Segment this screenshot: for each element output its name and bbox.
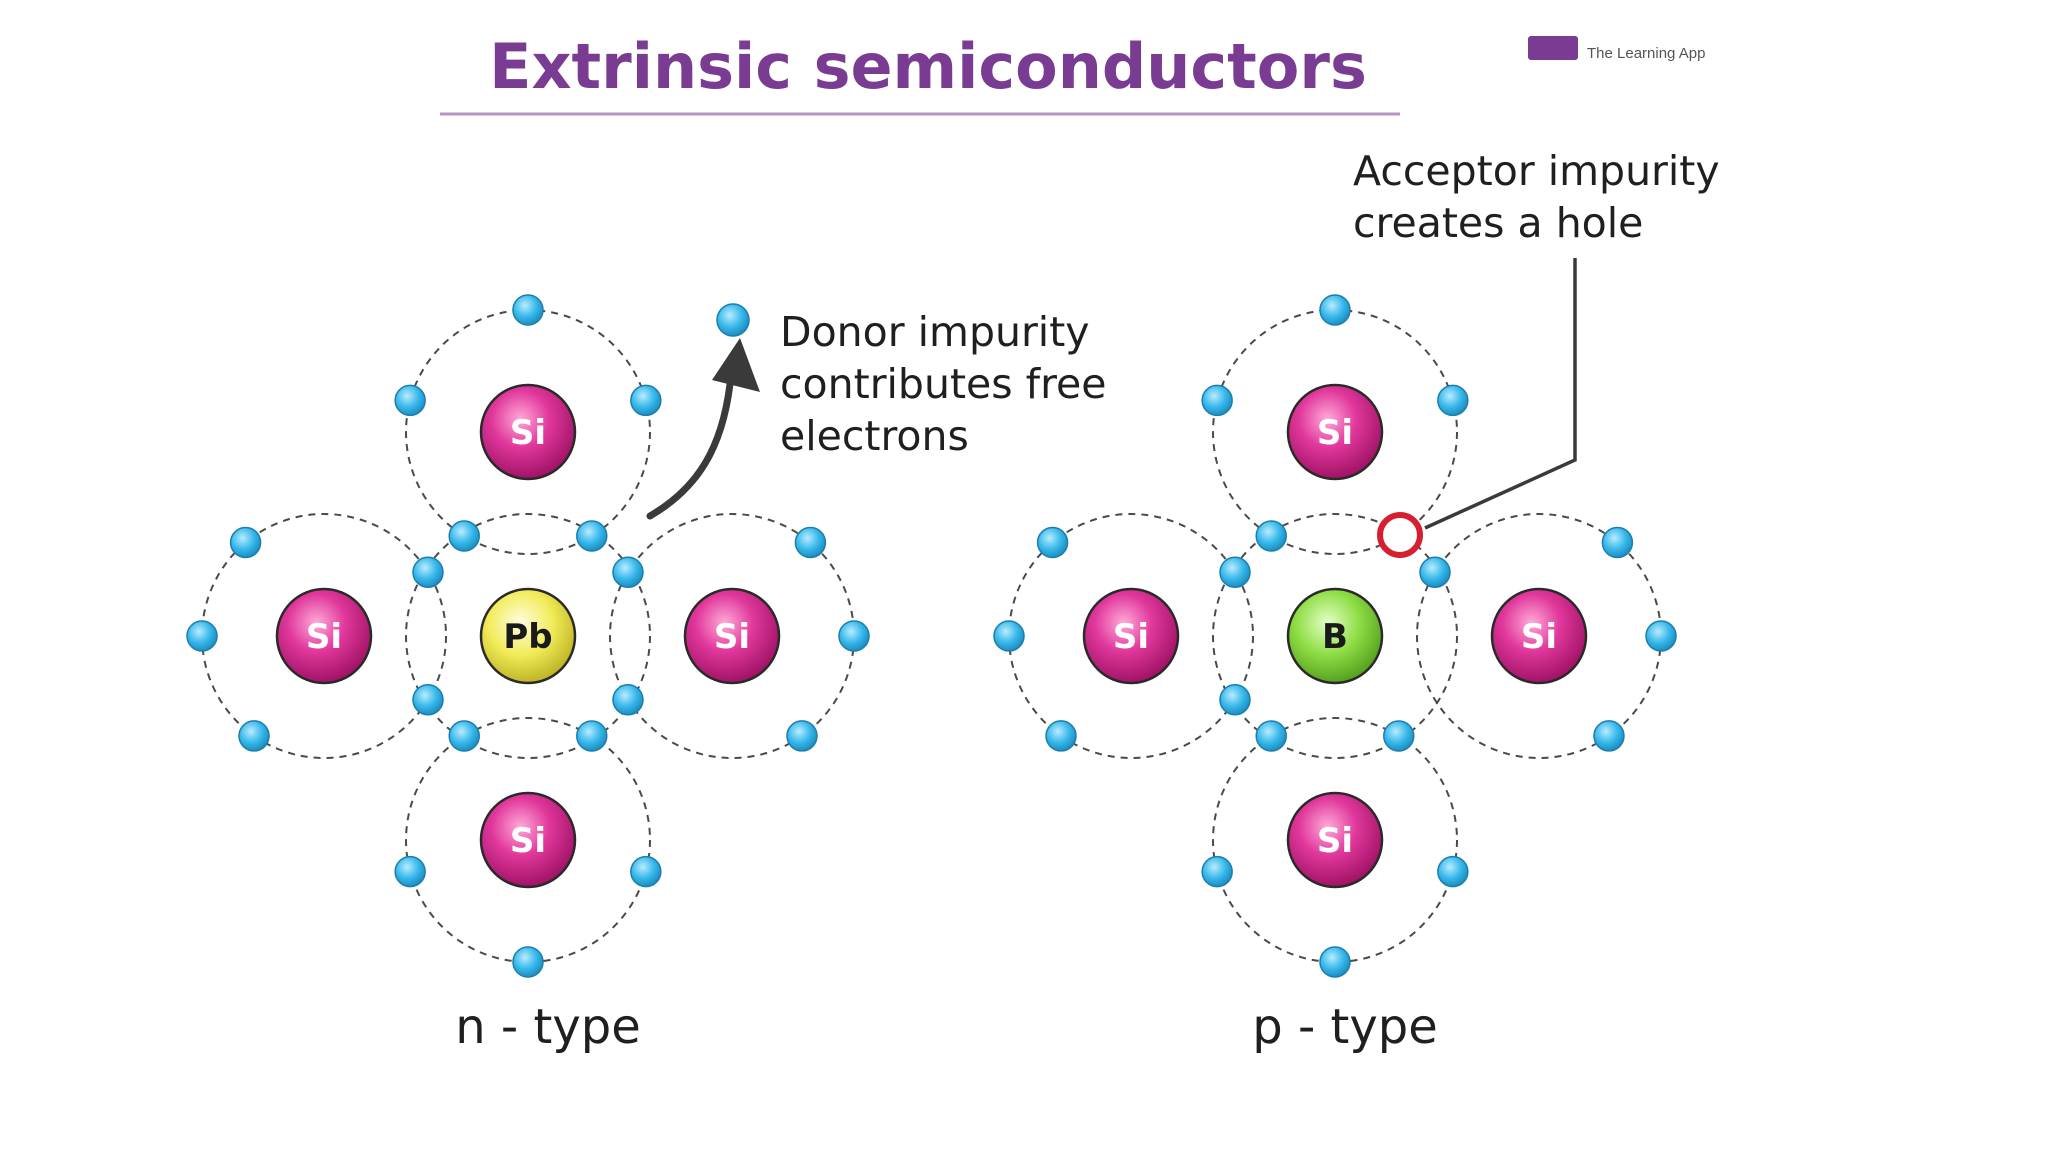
valence-electron-right [1593, 720, 1625, 752]
valence-electron-left [186, 620, 218, 652]
electron-shell-center [405, 513, 651, 759]
bond-electron-right [612, 556, 644, 588]
bond-electron-bottom [1383, 720, 1415, 752]
p-type-label: p - type [1252, 999, 1438, 1055]
valence-electron-top [1201, 384, 1233, 417]
atom-label-right: Si [1521, 617, 1557, 657]
acceptor-annotation-line-2: creates a hole [1353, 199, 1643, 247]
atom-label-top: Si [1317, 413, 1353, 453]
valence-electron-right [1645, 620, 1677, 652]
bond-electron-right [1419, 556, 1451, 588]
valence-electron-bottom [394, 855, 426, 888]
valence-electron-top [1319, 294, 1351, 326]
atom-label-left: Si [1113, 617, 1149, 657]
logo-badge [1528, 36, 1578, 60]
atom-label-center: B [1322, 617, 1348, 657]
logo-tagline: The Learning App [1587, 45, 1705, 62]
atom-top [1286, 383, 1384, 481]
acceptor-annotation: Acceptor impurity creates a hole [1353, 147, 1733, 247]
valence-electron-top [394, 384, 426, 417]
valence-electron-top [630, 384, 662, 417]
valence-electron-top [512, 294, 544, 326]
atom-label-right: Si [714, 617, 750, 657]
electron-shell-bottom [405, 717, 651, 963]
valence-electron-left [1045, 720, 1077, 752]
atom-center [479, 587, 577, 685]
bond-electron-left [1219, 556, 1251, 588]
valence-electron-left [238, 720, 270, 752]
atom-bottom [1286, 791, 1384, 889]
atom-label-top: Si [510, 413, 546, 453]
atom-label-bottom: Si [1317, 821, 1353, 861]
valence-electron-bottom [630, 855, 662, 888]
free-electron [716, 303, 750, 337]
atom-left [275, 587, 373, 685]
valence-electron-bottom [1437, 855, 1469, 888]
valence-electron-top [1437, 384, 1469, 417]
atom-right [683, 587, 781, 685]
page-title: Extrinsic semiconductors [489, 30, 1367, 103]
hole-pointer-line [1424, 258, 1577, 530]
donor-annotation: Donor impurity contributes free electron… [780, 308, 1120, 460]
bond-electron-top [1255, 520, 1287, 552]
donor-annotation-line-1: Donor impurity [780, 308, 1090, 356]
valence-electron-left [1036, 526, 1069, 559]
donor-annotation-line-3: electrons [780, 412, 969, 460]
valence-electron-right [786, 720, 818, 752]
electron-shell-center [1212, 513, 1458, 759]
free-electron-arrowhead [712, 338, 760, 392]
bond-electron-bottom [448, 720, 480, 752]
bond-electron-right [612, 684, 644, 716]
atom-right [1490, 587, 1588, 685]
acceptor-annotation-line-1: Acceptor impurity [1353, 147, 1720, 195]
bond-electron-top [576, 520, 608, 552]
free-electron-arrow [646, 380, 734, 520]
atom-label-left: Si [306, 617, 342, 657]
atom-label-bottom: Si [510, 821, 546, 861]
valence-electron-bottom [1319, 946, 1351, 978]
bond-electron-left [1219, 684, 1251, 716]
bond-electron-bottom [1255, 720, 1287, 752]
valence-electron-bottom [512, 946, 544, 978]
bond-electron-bottom [576, 720, 608, 752]
donor-annotation-line-2: contributes free [780, 360, 1106, 408]
n-type-label: n - type [455, 999, 640, 1055]
valence-electron-right [838, 620, 870, 652]
bond-electron-left [412, 684, 444, 716]
bond-electron-left [412, 556, 444, 588]
atom-left [1082, 587, 1180, 685]
valence-electron-right [1601, 526, 1634, 559]
valence-electron-left [229, 526, 262, 559]
atom-label-center: Pb [503, 617, 552, 657]
atom-bottom [479, 791, 577, 889]
valence-electron-right [794, 526, 827, 559]
atom-center [1286, 587, 1384, 685]
valence-electron-bottom [1201, 855, 1233, 888]
electron-shell-bottom [1212, 717, 1458, 963]
hole-marker [1377, 512, 1423, 558]
atom-top [479, 383, 577, 481]
bond-electron-top [448, 520, 480, 552]
logo: The Learning App [1528, 36, 1705, 62]
valence-electron-left [993, 620, 1025, 652]
